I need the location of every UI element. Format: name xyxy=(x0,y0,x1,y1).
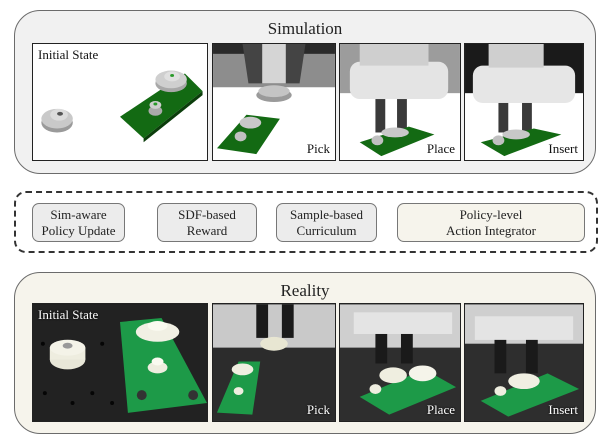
module-label-line1: Sample-based xyxy=(290,207,363,222)
simulation-section: Simulation Initial State xyxy=(14,10,596,174)
real-insert-image xyxy=(465,304,583,421)
module-label-line1: Sim-aware xyxy=(50,207,107,222)
method-modules-group: Sim-aware Policy Update SDF-based Reward… xyxy=(14,191,598,253)
real-panel-insert: Insert xyxy=(464,303,584,422)
real-place-label: Place xyxy=(426,402,455,417)
sim-pick-label: Pick xyxy=(306,141,330,156)
real-panel-place: Place xyxy=(339,303,461,422)
sim-insert-label: Insert xyxy=(548,141,578,156)
sim-insert-image xyxy=(465,44,583,157)
simulation-title: Simulation xyxy=(267,19,343,38)
sim-initial-state-label: Initial State xyxy=(38,47,99,62)
real-pick-image xyxy=(213,304,335,421)
module-label-line2: Curriculum xyxy=(296,223,357,238)
real-panel-pick: Pick xyxy=(212,303,336,422)
module-label-line2: Reward xyxy=(186,223,228,238)
sim-place-label: Place xyxy=(426,141,455,156)
real-place-image xyxy=(340,304,460,421)
real-initial-state-image xyxy=(33,304,207,421)
module-sdf-based-reward: SDF-based Reward xyxy=(157,203,257,242)
real-panel-initial-state: Initial State xyxy=(32,303,208,422)
module-label-line1: SDF-based xyxy=(178,207,236,222)
reality-title: Reality xyxy=(280,281,330,300)
module-label-line2: Action Integrator xyxy=(446,223,536,238)
sim-place-image xyxy=(340,44,460,157)
sim-pick-image xyxy=(213,44,335,155)
module-label-line2: Policy Update xyxy=(41,223,116,238)
sim-panel-place: Place xyxy=(339,43,461,161)
sim-panel-insert: Insert xyxy=(464,43,584,161)
module-sample-based-curriculum: Sample-based Curriculum xyxy=(276,203,377,242)
sim-panel-initial-state: Initial State xyxy=(32,43,208,161)
sim-panel-pick: Pick xyxy=(212,43,336,161)
reality-section: Reality Initial State xyxy=(14,272,596,434)
real-insert-label: Insert xyxy=(548,402,578,417)
real-pick-label: Pick xyxy=(306,402,330,417)
real-initial-state-label: Initial State xyxy=(38,307,99,322)
module-label-line1: Policy-level xyxy=(459,207,523,222)
module-sim-aware-policy-update: Sim-aware Policy Update xyxy=(32,203,125,242)
module-policy-level-action-integrator: Policy-level Action Integrator xyxy=(397,203,585,242)
sim-initial-state-image xyxy=(41,70,203,143)
